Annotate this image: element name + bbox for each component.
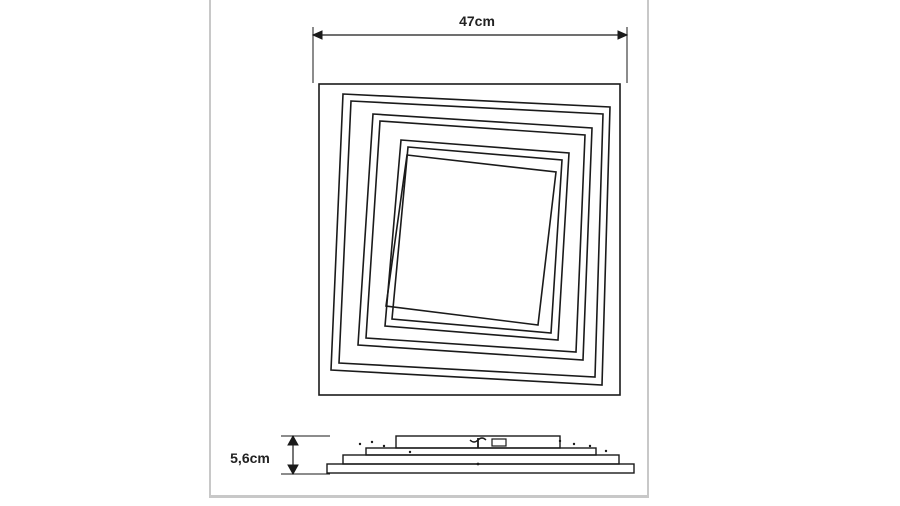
width-label: 47cm: [459, 13, 495, 29]
spiral-ring-3-outer: [384, 139, 570, 341]
outer-frame: [318, 83, 621, 396]
spiral-ring-2-outer: [357, 113, 593, 361]
width-arrow-right: [617, 30, 629, 40]
drawing-sheet: [209, 0, 649, 498]
spiral-ring-1-inner: [338, 100, 604, 378]
rivet-dot: [558, 439, 562, 443]
width-arrow-left: [311, 30, 323, 40]
spiral-ring-3-inner: [391, 146, 563, 334]
upper-ring: [365, 447, 597, 456]
rivet-dot: [370, 440, 374, 444]
terminal-block: [491, 438, 507, 447]
height-dimension: [281, 434, 330, 476]
width-dimension: [311, 27, 629, 83]
rivet-dot: [476, 462, 480, 466]
height-arrow-top: [287, 434, 299, 446]
rivet-dot: [382, 444, 386, 448]
lamp-top-view: [318, 83, 621, 396]
light-panel: [385, 154, 557, 326]
rivet-dot: [358, 442, 362, 446]
cable-clip-icon: [469, 437, 487, 443]
rivet-dot: [588, 444, 592, 448]
base-plate: [326, 463, 635, 474]
side-view-detail-dots: [358, 439, 608, 466]
spiral-ring-1-outer: [330, 93, 611, 386]
height-label: 5,6cm: [230, 450, 270, 466]
height-arrow-bottom: [287, 464, 299, 476]
middle-ring: [342, 454, 620, 465]
spiral-ring-2-inner: [365, 120, 586, 353]
rivet-dot: [572, 442, 576, 446]
rivet-dot: [604, 449, 608, 453]
lamp-side-view: [326, 435, 635, 474]
rivet-dot: [408, 450, 412, 454]
